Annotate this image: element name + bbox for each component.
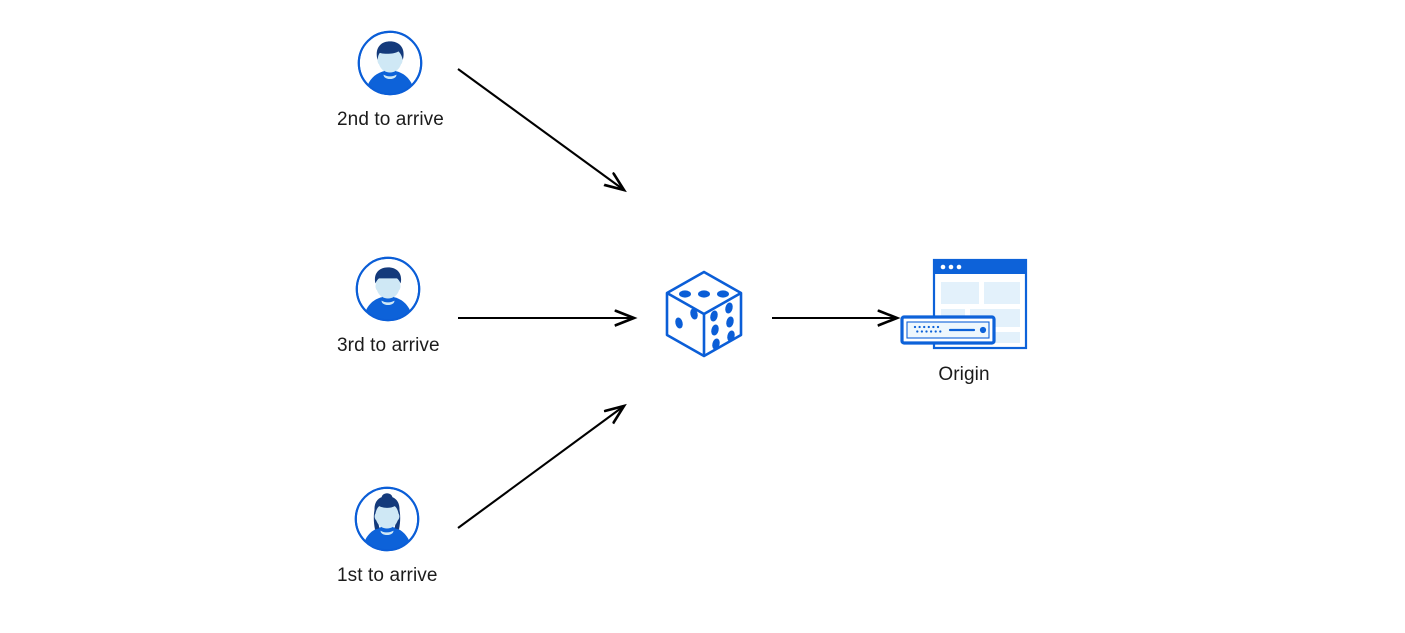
origin-server-icon	[898, 256, 1030, 356]
server-device	[900, 315, 996, 345]
node-visitor-2nd: 2nd to arrive	[337, 29, 444, 131]
user-avatar-icon	[354, 255, 422, 323]
node-randomizer	[661, 268, 747, 360]
node-label-origin: Origin	[938, 364, 990, 385]
user-avatar-long-hair-icon	[353, 485, 421, 553]
node-label-visitor-1st: 1st to arrive	[337, 565, 438, 586]
arrow-visitor2-to-dice	[457, 68, 624, 190]
node-label-visitor-3rd: 3rd to arrive	[337, 335, 440, 356]
dice-icon	[661, 268, 747, 360]
node-visitor-3rd: 3rd to arrive	[337, 255, 440, 357]
user-avatar-icon	[356, 29, 424, 97]
node-origin: Origin	[898, 256, 1030, 386]
node-label-visitor-2nd: 2nd to arrive	[337, 109, 444, 130]
arrow-visitor1-to-dice	[457, 406, 624, 529]
node-visitor-1st: 1st to arrive	[337, 485, 438, 587]
